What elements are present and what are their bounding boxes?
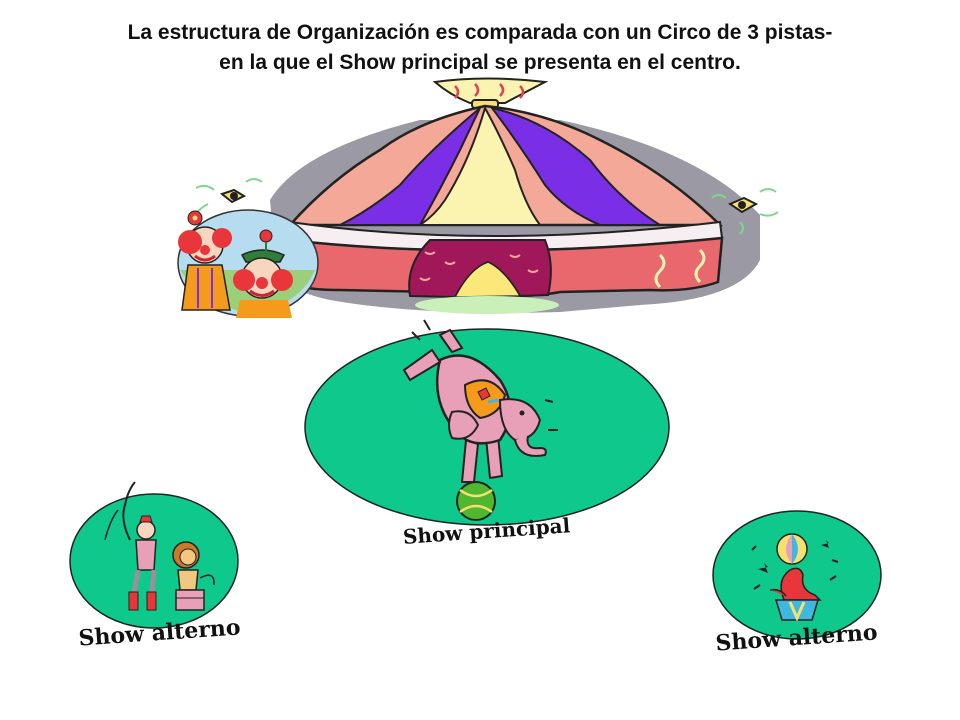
circus-tent-icon	[195, 77, 779, 314]
right-ring: Show alterno	[712, 510, 882, 657]
slide-title: La estructura de Organización es compara…	[20, 18, 940, 78]
seal-with-ball-icon	[751, 533, 839, 622]
clowns-icon	[177, 209, 319, 318]
elephant-on-ball-icon	[402, 319, 558, 521]
lion-tamer-icon	[104, 481, 215, 611]
left-ring-label: Show alterno	[78, 614, 242, 651]
right-ring-label: Show alterno	[715, 619, 879, 656]
center-ring: Show principal	[304, 319, 670, 549]
slide-title-line-1: La estructura de Organización es compara…	[127, 21, 833, 44]
left-ring: Show alterno	[69, 481, 242, 652]
slide-title-line-2: en la que el Show principal se presenta …	[219, 51, 741, 74]
